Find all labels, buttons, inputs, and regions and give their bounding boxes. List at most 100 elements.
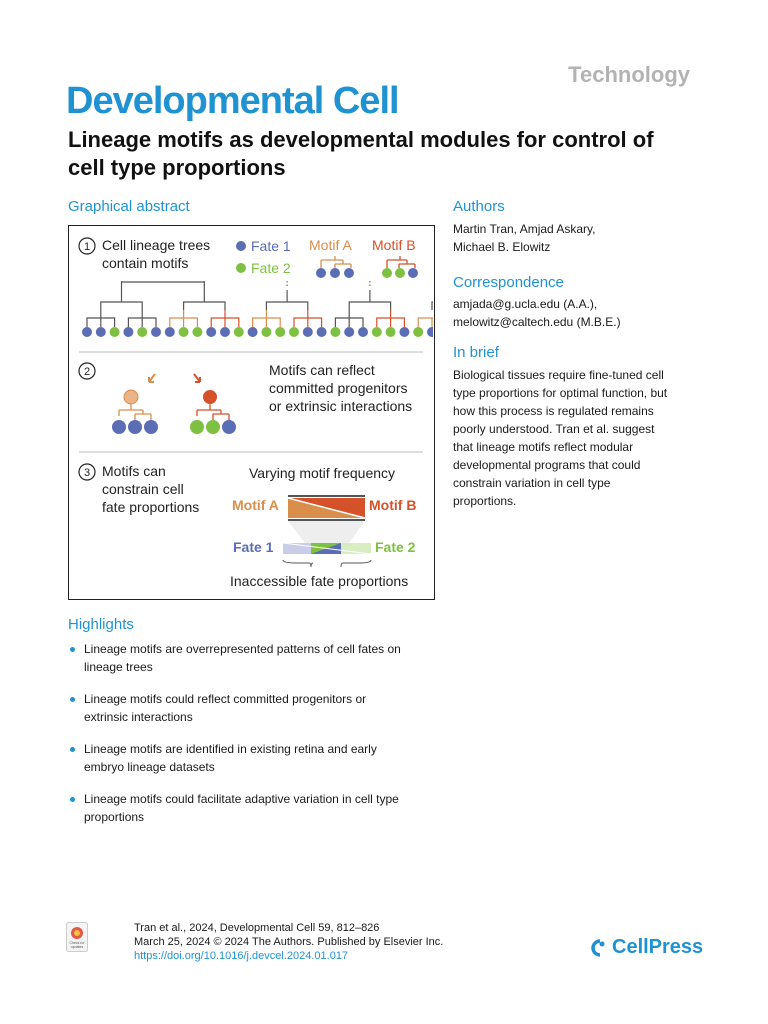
bullet-icon bbox=[70, 697, 75, 702]
highlight-line: extrinsic interactions bbox=[84, 710, 193, 724]
lineage-leaf bbox=[371, 327, 382, 337]
panel-1-text-line1: Cell lineage trees bbox=[102, 237, 210, 253]
highlights-list: Lineage motifs are overrepresented patte… bbox=[68, 640, 448, 840]
lineage-leaf bbox=[206, 327, 217, 337]
lineage-leaf bbox=[233, 327, 244, 337]
lineage-leaf bbox=[289, 327, 299, 337]
motif-b-example-tree bbox=[382, 256, 418, 278]
in-brief-line: constrain variation in cell type bbox=[453, 476, 611, 490]
lineage-leaf bbox=[427, 327, 433, 337]
motif-frequency-diagram bbox=[282, 495, 372, 568]
fate-2-legend-dot bbox=[236, 263, 246, 273]
highlight-line: lineage trees bbox=[84, 660, 153, 674]
lineage-leaf bbox=[123, 327, 134, 337]
highlight-line: Lineage motifs are identified in existin… bbox=[84, 742, 377, 756]
motif-a-example-tree bbox=[316, 256, 354, 278]
panel-3-number: 3 bbox=[84, 467, 90, 479]
in-brief-line: how this process is regulated remains bbox=[453, 404, 654, 418]
doi-link[interactable]: https://doi.org/10.1016/j.devcel.2024.01… bbox=[134, 950, 349, 962]
lineage-leaf bbox=[413, 327, 424, 337]
citation-line: Tran et al., 2024, Developmental Cell 59… bbox=[134, 922, 380, 934]
graphical-abstract-svg: 1 Cell lineage trees contain motifs Fate… bbox=[78, 237, 433, 589]
panel-1-text-line2: contain motifs bbox=[102, 255, 188, 271]
panel-1-number-circle bbox=[78, 237, 96, 255]
paper-title: Lineage motifs as developmental modules … bbox=[68, 127, 654, 180]
lineage-leaf bbox=[164, 327, 175, 337]
highlight-item: Lineage motifs could facilitate adaptive… bbox=[68, 790, 448, 826]
highlight-line: Lineage motifs are overrepresented patte… bbox=[84, 642, 401, 656]
authors-line-2: Michael B. Elowitz bbox=[453, 240, 551, 254]
panel-2-text-line2: committed progenitors bbox=[269, 380, 408, 396]
lineage-leaf bbox=[330, 327, 341, 337]
lineage-branch bbox=[120, 281, 205, 290]
authors-list: Martin Tran, Amjad Askary, Michael B. El… bbox=[453, 220, 596, 256]
panel-3-motif-b-label: Motif B bbox=[369, 497, 416, 513]
in-brief-heading: In brief bbox=[453, 344, 499, 361]
lineage-tree bbox=[82, 280, 433, 337]
authors-heading: Authors bbox=[453, 198, 505, 215]
graphical-abstract-figure: 1 Cell lineage trees contain motifs Fate… bbox=[68, 225, 435, 600]
journal-name: Developmental Cell bbox=[66, 80, 400, 122]
in-brief-line: poorly understood. Tran et al. suggest bbox=[453, 422, 655, 436]
correspondence-email-2[interactable]: melowitz@caltech.edu (M.B.E.) bbox=[453, 315, 621, 329]
lineage-leaf bbox=[109, 327, 120, 337]
highlight-item: Lineage motifs could reflect committed p… bbox=[68, 690, 448, 726]
in-brief-text: Biological tissues require fine-tuned ce… bbox=[453, 366, 703, 510]
highlight-item: Lineage motifs are overrepresented patte… bbox=[68, 640, 448, 676]
in-brief-line: that lineage motifs reflect modular bbox=[453, 440, 634, 454]
section-type-label: Technology bbox=[568, 62, 690, 87]
lineage-leaf bbox=[137, 327, 148, 337]
highlight-line: Lineage motifs could reflect committed p… bbox=[84, 692, 367, 706]
panel-2-number-circle bbox=[78, 362, 96, 380]
highlight-line: Lineage motifs could facilitate adaptive… bbox=[84, 792, 399, 806]
panel-3-fate-1-label: Fate 1 bbox=[233, 539, 274, 555]
graphical-abstract-heading: Graphical abstract bbox=[68, 198, 190, 215]
badge-text-line1: Check for bbox=[70, 941, 86, 945]
lineage-leaf bbox=[247, 327, 258, 337]
lineage-leaf bbox=[178, 327, 189, 337]
highlights-heading: Highlights bbox=[68, 616, 134, 633]
cellpress-logo[interactable]: CellPress bbox=[588, 936, 703, 959]
lineage-leaf bbox=[261, 327, 272, 337]
bullet-icon bbox=[70, 747, 75, 752]
cellpress-icon bbox=[591, 938, 605, 957]
authors-line-1: Martin Tran, Amjad Askary, bbox=[453, 222, 596, 236]
in-brief-line: Biological tissues require fine-tuned ce… bbox=[453, 368, 664, 382]
lineage-leaf bbox=[275, 327, 286, 337]
motif-a-label: Motif A bbox=[309, 237, 352, 253]
lineage-leaf bbox=[220, 327, 230, 337]
lineage-leaf bbox=[385, 327, 396, 337]
committed-progenitor-tree bbox=[112, 373, 158, 434]
in-brief-line: type proportions for optimal function, b… bbox=[453, 386, 668, 400]
bullet-icon bbox=[70, 797, 75, 802]
lineage-leaf bbox=[95, 327, 106, 337]
panel-2-text-line3: or extrinsic interactions bbox=[269, 398, 412, 414]
bullet-icon bbox=[70, 647, 75, 652]
citation-footer: Tran et al., 2024, Developmental Cell 59… bbox=[134, 921, 443, 963]
fate-2-legend-label: Fate 2 bbox=[251, 260, 291, 276]
lineage-leaf bbox=[302, 327, 313, 337]
extrinsic-interaction-tree bbox=[190, 373, 236, 434]
lineage-leaf bbox=[192, 327, 203, 337]
lineage-branch bbox=[431, 301, 433, 310]
panel-3-text-line3: fate proportions bbox=[102, 499, 199, 515]
lineage-branch bbox=[348, 290, 392, 310]
publisher-name: CellPress bbox=[612, 936, 704, 958]
lineage-branch bbox=[265, 290, 309, 310]
lineage-leaf bbox=[358, 327, 368, 337]
check-for-updates-icon[interactable]: Check for updates bbox=[66, 922, 88, 952]
lineage-branch bbox=[417, 317, 433, 327]
badge-text-line2: updates bbox=[71, 945, 84, 949]
lineage-branch bbox=[183, 290, 226, 310]
in-brief-line: developmental programs that could bbox=[453, 458, 641, 472]
panel-3-motif-a-label: Motif A bbox=[232, 497, 279, 513]
lineage-branch bbox=[100, 290, 143, 310]
varying-motif-frequency-label: Varying motif frequency bbox=[249, 465, 395, 481]
correspondence-emails: amjada@g.ucla.edu (A.A.), melowitz@calte… bbox=[453, 295, 621, 331]
fate-1-legend-label: Fate 1 bbox=[251, 238, 291, 254]
correspondence-email-1[interactable]: amjada@g.ucla.edu (A.A.), bbox=[453, 297, 598, 311]
highlight-line: proportions bbox=[84, 810, 145, 824]
panel-3-text-line2: constrain cell bbox=[102, 481, 184, 497]
lineage-leaf bbox=[316, 327, 327, 337]
fate-1-legend-dot bbox=[236, 241, 246, 251]
